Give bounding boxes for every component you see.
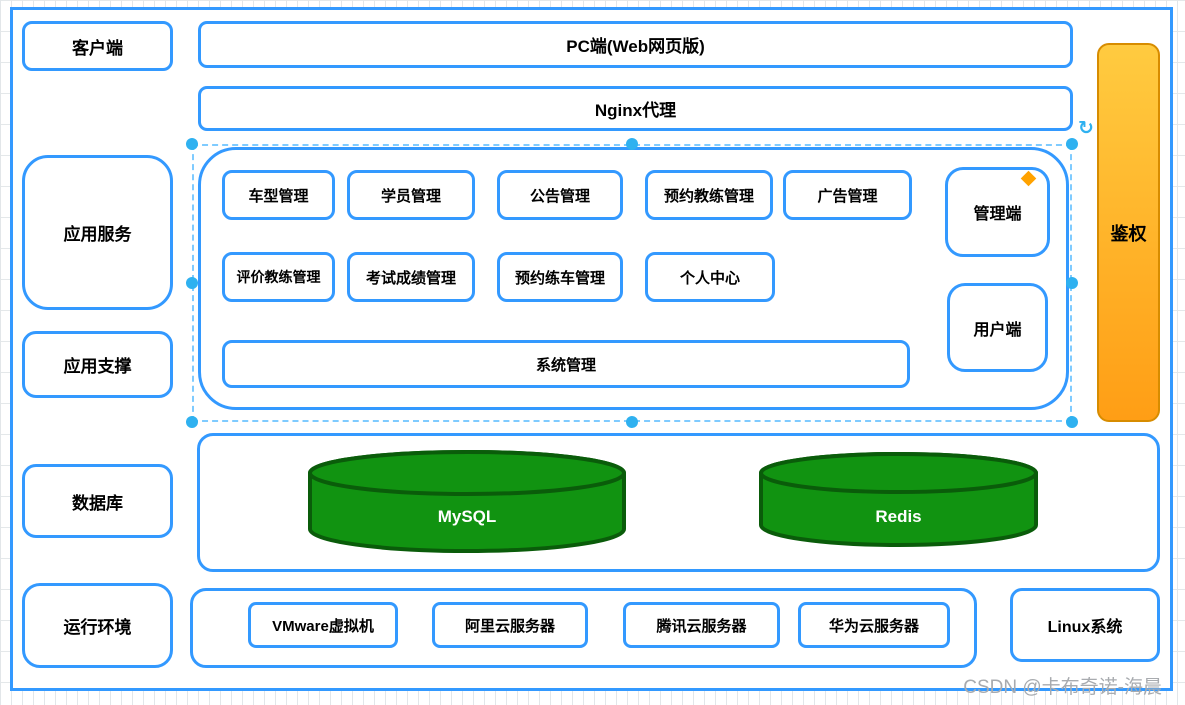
module-box-student-mgmt[interactable]: 学员管理	[347, 170, 475, 220]
module-label: 学员管理	[380, 187, 441, 205]
module-box-system-mgmt[interactable]: 系统管理	[222, 340, 910, 388]
server-box-huawei[interactable]: 华为云服务器	[798, 602, 950, 648]
module-label: 系统管理	[535, 356, 596, 374]
module-box-notice-mgmt[interactable]: 公告管理	[497, 170, 623, 220]
admin-client-label: 管理端	[973, 206, 1022, 223]
module-label: 个人中心	[679, 269, 740, 287]
selection-handle[interactable]	[186, 138, 198, 150]
redis-label: Redis	[875, 507, 922, 526]
layer-label-app-service: 应用服务	[63, 225, 132, 244]
nginx-bar[interactable]: Nginx代理	[198, 86, 1073, 131]
admin-client-box[interactable]: 管理端	[945, 167, 1050, 257]
layer-box-runtime[interactable]: 运行环境	[22, 583, 173, 668]
layer-box-app-service[interactable]: 应用服务	[22, 155, 173, 310]
selection-handle[interactable]	[626, 138, 638, 150]
module-box-vehicle-mgmt[interactable]: 车型管理	[222, 170, 335, 220]
layer-label-runtime: 运行环境	[63, 618, 132, 637]
module-box-ad-mgmt[interactable]: 广告管理	[783, 170, 912, 220]
pc-web-label: PC端(Web网页版)	[566, 37, 705, 56]
layer-label-database: 数据库	[72, 493, 123, 513]
auth-label: 鉴权	[1110, 223, 1147, 244]
module-box-practice-booking-mgmt[interactable]: 预约练车管理	[497, 252, 623, 302]
module-label: 评价教练管理	[236, 269, 321, 285]
module-label: 考试成绩管理	[365, 269, 456, 287]
module-label: 预约教练管理	[663, 187, 754, 205]
module-box-exam-score-mgmt[interactable]: 考试成绩管理	[347, 252, 475, 302]
mysql-label: MySQL	[437, 507, 497, 526]
server-label: 腾讯云服务器	[656, 617, 747, 635]
selection-handle[interactable]	[626, 416, 638, 428]
os-box-linux[interactable]: Linux系统	[1010, 588, 1160, 662]
module-label: 车型管理	[248, 187, 309, 205]
layer-box-app-support[interactable]: 应用支撑	[22, 331, 173, 398]
selection-handle[interactable]	[186, 416, 198, 428]
auth-bar[interactable]: 鉴权	[1097, 43, 1160, 422]
server-label: 阿里云服务器	[464, 617, 555, 635]
nginx-label: Nginx代理	[594, 101, 677, 120]
module-box-coach-review-mgmt[interactable]: 评价教练管理	[222, 252, 335, 302]
os-label: Linux系统	[1047, 619, 1123, 636]
layer-box-database[interactable]: 数据库	[22, 464, 173, 538]
selection-handle[interactable]	[1066, 277, 1078, 289]
watermark: CSDN @卡布奇诺-海晨	[963, 677, 1162, 698]
server-label: 华为云服务器	[828, 617, 919, 635]
module-box-personal-center[interactable]: 个人中心	[645, 252, 775, 302]
layer-label-app-support: 应用支撑	[63, 357, 132, 376]
server-box-tencent[interactable]: 腾讯云服务器	[623, 602, 780, 648]
module-box-coach-booking-mgmt[interactable]: 预约教练管理	[645, 170, 773, 220]
user-client-box[interactable]: 用户端	[947, 283, 1048, 372]
redis-cylinder-icon[interactable]	[758, 451, 1039, 549]
selection-handle[interactable]	[186, 277, 198, 289]
server-label: VMware虚拟机	[272, 617, 374, 635]
pc-web-bar[interactable]: PC端(Web网页版)	[198, 21, 1073, 68]
mysql-cylinder-icon[interactable]	[307, 449, 627, 556]
user-client-label: 用户端	[973, 321, 1022, 339]
module-label: 预约练车管理	[514, 269, 605, 287]
layer-box-client[interactable]: 客户端	[22, 21, 173, 71]
selection-handle[interactable]	[1066, 138, 1078, 150]
selection-handle[interactable]	[1066, 416, 1078, 428]
server-box-aliyun[interactable]: 阿里云服务器	[432, 602, 588, 648]
server-box-vmware[interactable]: VMware虚拟机	[248, 602, 398, 648]
module-label: 公告管理	[529, 187, 590, 205]
layer-label-client: 客户端	[72, 38, 123, 58]
module-label: 广告管理	[817, 187, 878, 205]
rotate-handle-icon[interactable]: ↻	[1078, 118, 1094, 139]
